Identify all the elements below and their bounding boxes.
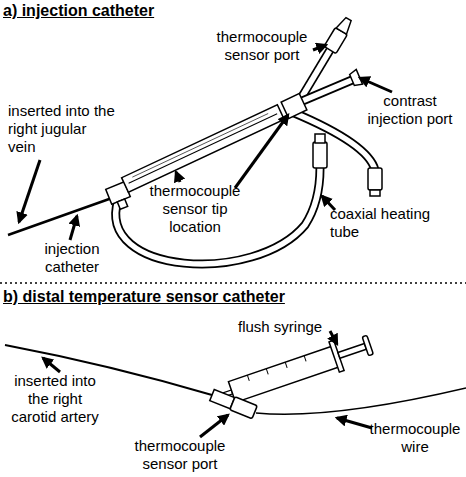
heating-tube-outline [292, 112, 375, 170]
luer-connector [368, 168, 382, 190]
leader-arrow [235, 115, 288, 188]
y-connector [281, 94, 307, 119]
part-label: contrast injection port [360, 92, 460, 128]
syringe-plunger [338, 343, 366, 358]
part-label: injection catheter [32, 240, 112, 276]
graduation-tick [304, 356, 306, 362]
part-label: coaxial heating tube [330, 205, 440, 241]
sensor-port [230, 397, 257, 419]
leader-arrow [19, 160, 40, 222]
graduation-tick [266, 369, 268, 375]
syringe-barrel [228, 346, 339, 402]
panel-heading: b) distal temperature sensor catheter [3, 288, 285, 306]
jacket-highlight [132, 114, 268, 178]
connector-body [281, 94, 307, 119]
part-label: inserted into the right jugular vein [8, 102, 117, 156]
luer-tip [370, 190, 380, 196]
leader-arrow [360, 78, 392, 92]
part-label: inserted into the right carotid artery [5, 372, 105, 426]
injection-catheter-tube [8, 198, 112, 235]
graduation-tick [247, 375, 249, 381]
jacket-body [122, 105, 285, 192]
plunger-thumb [362, 335, 373, 356]
part-label: thermocouple sensor port [212, 28, 312, 64]
leader-arrow [43, 358, 60, 372]
panel-heading: a) injection catheter [3, 2, 154, 20]
thermocouple-wire [256, 388, 466, 414]
heating-tube-fill [292, 112, 375, 170]
leader-arrow [70, 216, 77, 240]
sensor-port-cap [324, 16, 355, 54]
part-label: thermocouple sensor port [130, 437, 230, 473]
luer-cap [315, 134, 325, 143]
part-label: thermocouple sensor tip location [145, 182, 245, 236]
leader-arrow [200, 415, 228, 437]
leader-arrow [176, 172, 180, 182]
connector-stub [117, 199, 127, 209]
part-label: flush syringe [238, 318, 322, 336]
dotted-separator [0, 282, 466, 284]
cap-tip [336, 16, 353, 34]
graduation-tick [285, 362, 287, 368]
part-label: thermocouple wire [365, 420, 465, 456]
inner-catheter [129, 114, 278, 184]
contrast-branch-outline [300, 80, 352, 102]
contrast-branch-fill [300, 80, 352, 102]
leader-arrow [330, 331, 337, 344]
luer-connector [313, 142, 327, 168]
heating-jacket [122, 105, 285, 192]
sensor-port-connector [209, 389, 257, 419]
leader-arrow [337, 418, 372, 428]
leader-arrow [313, 45, 326, 50]
